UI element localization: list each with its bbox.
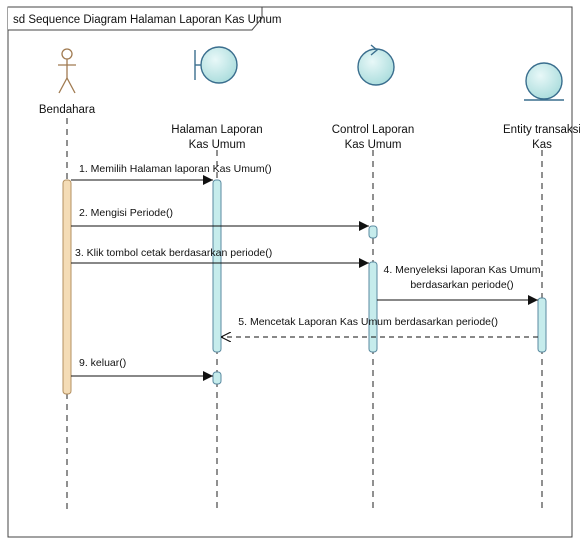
activations [62,179,547,395]
actor-bendahara [58,48,76,94]
frame-title: sd Sequence Diagram Halaman Laporan Kas … [13,14,281,26]
participant-label-entity-line2: Kas [532,139,552,151]
diagram-frame: sd Sequence Diagram Halaman Laporan Kas … [7,6,573,538]
participant-label-entity-line1: Entity transaksi [503,124,580,136]
control-control [357,44,395,86]
participant-label-halaman-line2: Kas Umum [189,139,246,151]
message-label-5: 5. Mencetak Laporan Kas Umum berdasarkan… [238,316,498,328]
messages: 1. Memilih Halaman laporan Kas Umum() 2.… [71,163,541,381]
message-label-3: 3. Klik tombol cetak berdasarkan periode… [75,247,272,259]
message-label-9: 9. keluar() [79,357,126,369]
activation-bendahara [62,179,72,395]
message-label-2: 2. Mengisi Periode() [79,207,173,219]
activation-entity [537,297,547,353]
boundary-halaman [194,46,238,84]
message-label-4-line2: berdasarkan periode() [410,279,513,291]
frame-tab [8,6,263,31]
activation-halaman-2 [212,371,222,385]
participant-label-bendahara: Bendahara [39,104,96,116]
message-label-4-line1: 4. Menyeleksi laporan Kas Umum [384,264,541,276]
message-label-1: 1. Memilih Halaman laporan Kas Umum() [79,163,272,175]
participant-label-halaman-line1: Halaman Laporan [171,124,262,136]
activation-control-2 [368,261,378,353]
participant-label-control-line2: Kas Umum [345,139,402,151]
activation-control-1 [368,225,378,239]
lifelines [66,118,543,512]
entity-entity [524,62,564,101]
participant-label-control-line1: Control Laporan [332,124,414,136]
activation-halaman-1 [212,179,222,353]
